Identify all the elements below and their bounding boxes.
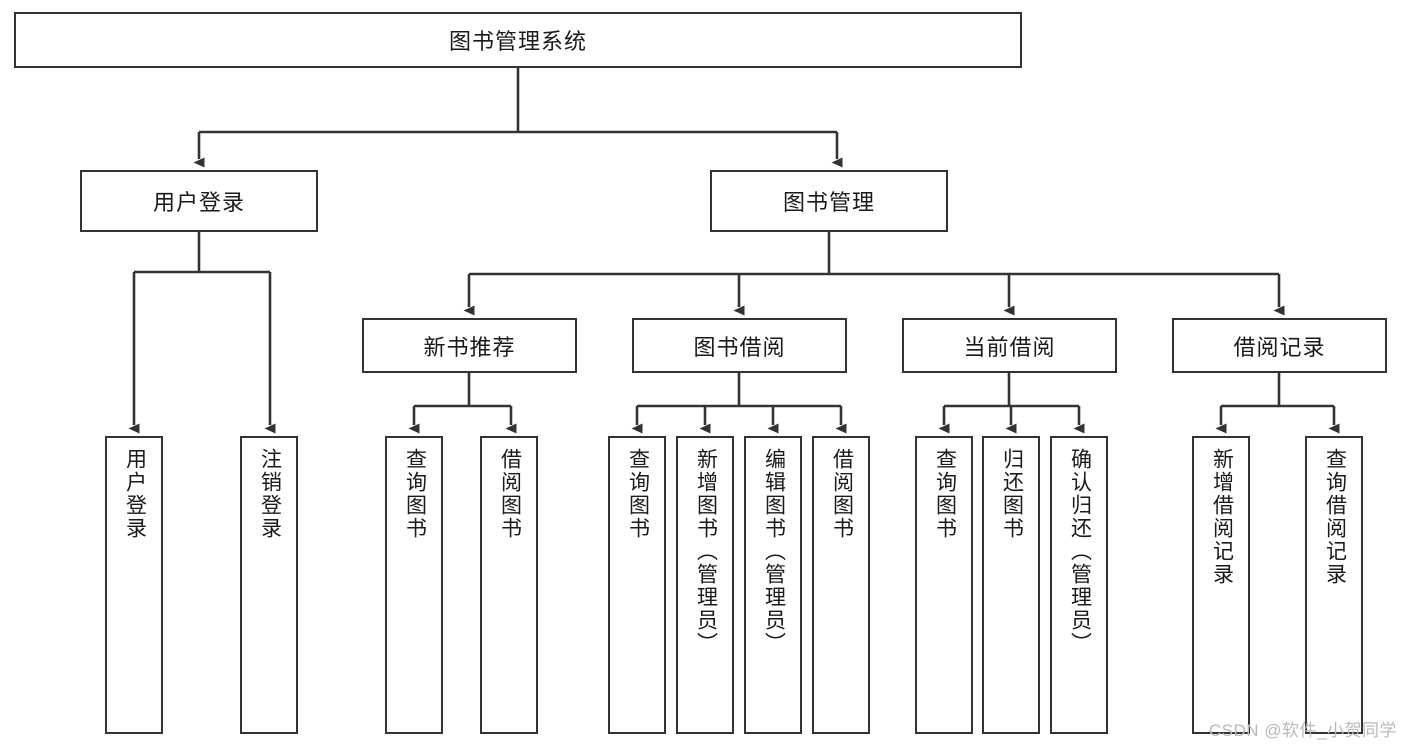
node-borrow-record[interactable]: 借阅记录: [1172, 318, 1387, 373]
leaf-borrow-book-label: 借阅图书: [830, 448, 854, 540]
leaf-add-book-admin[interactable]: 新增图书（管理员）: [676, 436, 734, 734]
leaf-query-book[interactable]: 查询图书: [608, 436, 666, 734]
leaf-query-borrow-record-label: 查询借阅记录: [1323, 448, 1347, 586]
node-current-borrow-label: 当前借阅: [963, 334, 1056, 360]
node-borrow-record-label: 借阅记录: [1233, 334, 1326, 360]
leaf-edit-book-admin[interactable]: 编辑图书（管理员）: [744, 436, 802, 734]
leaf-add-borrow-record-label: 新增借阅记录: [1210, 448, 1234, 586]
leaf-add-book-admin-label: 新增图书（管理员）: [694, 448, 718, 655]
leaf-user-login[interactable]: 用户登录: [105, 436, 163, 734]
leaf-query-book-recommend-label: 查询图书: [403, 448, 427, 540]
leaf-query-book-label: 查询图书: [626, 448, 650, 540]
leaf-borrow-book-recommend-label: 借阅图书: [498, 448, 522, 540]
leaf-query-book-current[interactable]: 查询图书: [915, 436, 973, 734]
leaf-borrow-book[interactable]: 借阅图书: [812, 436, 870, 734]
node-root-label: 图书管理系统: [448, 29, 587, 54]
node-current-borrow[interactable]: 当前借阅: [902, 318, 1117, 373]
node-book-borrow-label: 图书借阅: [693, 334, 786, 360]
leaf-logout-label: 注销登录: [258, 448, 282, 540]
node-new-book-recommend[interactable]: 新书推荐: [362, 318, 577, 373]
leaf-query-book-current-label: 查询图书: [933, 448, 957, 540]
node-book-management-label: 图书管理: [782, 190, 875, 215]
leaf-add-borrow-record[interactable]: 新增借阅记录: [1192, 436, 1250, 734]
leaf-query-borrow-record[interactable]: 查询借阅记录: [1305, 436, 1363, 734]
leaf-borrow-book-recommend[interactable]: 借阅图书: [480, 436, 538, 734]
leaf-return-book-label: 归还图书: [1000, 448, 1024, 540]
leaf-confirm-return-admin[interactable]: 确认归还（管理员）: [1050, 436, 1108, 734]
node-new-book-recommend-label: 新书推荐: [423, 334, 516, 360]
node-book-management[interactable]: 图书管理: [710, 170, 948, 232]
node-book-borrow[interactable]: 图书借阅: [632, 318, 847, 373]
leaf-return-book[interactable]: 归还图书: [982, 436, 1040, 734]
node-user-login[interactable]: 用户登录: [80, 170, 318, 232]
node-user-login-label: 用户登录: [152, 190, 245, 215]
leaf-edit-book-admin-label: 编辑图书（管理员）: [762, 448, 786, 655]
leaf-user-login-label: 用户登录: [123, 448, 147, 540]
leaf-query-book-recommend[interactable]: 查询图书: [385, 436, 443, 734]
watermark: CSDN @软件_小贺同学: [1208, 721, 1397, 740]
leaf-confirm-return-admin-label: 确认归还（管理员）: [1068, 448, 1092, 655]
node-root[interactable]: 图书管理系统: [14, 12, 1022, 68]
leaf-logout[interactable]: 注销登录: [240, 436, 298, 734]
